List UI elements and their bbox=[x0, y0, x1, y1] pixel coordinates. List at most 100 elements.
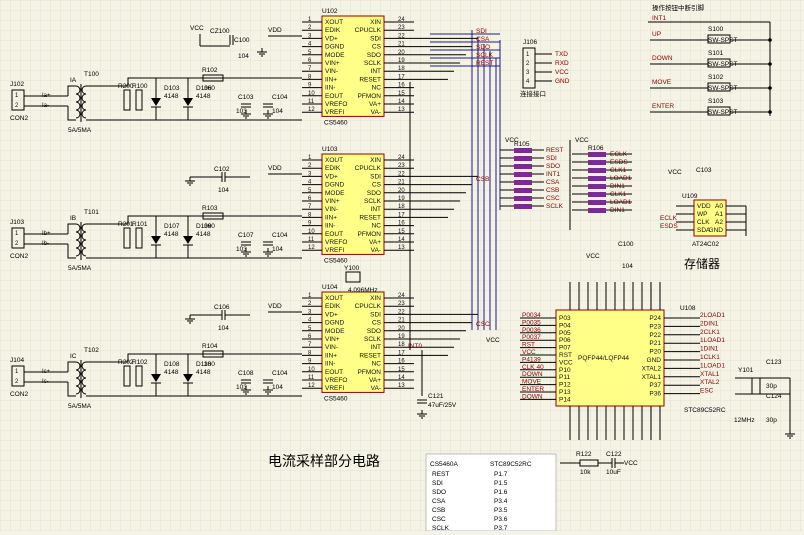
pin-number: 19 bbox=[398, 58, 405, 64]
pin-number: 19 bbox=[398, 334, 405, 340]
resnet-element bbox=[588, 200, 606, 205]
crystal-freq: 4.096MHz bbox=[348, 287, 378, 294]
pin-label: CS bbox=[372, 320, 382, 327]
pin-label: VD+ bbox=[325, 311, 338, 318]
pin-number: 12 bbox=[308, 245, 315, 251]
power-label: VCC bbox=[486, 337, 500, 344]
mcu-net-label: 2CLK1 bbox=[700, 329, 720, 336]
capacitor-value: 104 bbox=[272, 246, 283, 253]
pin-number: 13 bbox=[398, 107, 405, 113]
resistor-value: 360 bbox=[204, 85, 215, 92]
pin-label: WP bbox=[697, 211, 707, 218]
pin-number: 11 bbox=[308, 99, 315, 105]
pin-label: P11 bbox=[559, 374, 570, 381]
capacitor-ref: C100 bbox=[618, 241, 634, 248]
button-label: DOWN bbox=[652, 55, 673, 62]
capacitor-ref: C108 bbox=[238, 370, 254, 377]
capacitor-ref: CZ100 bbox=[210, 28, 230, 35]
mcu-name: STC89C52RC bbox=[684, 407, 726, 414]
pin-number: 14 bbox=[398, 375, 405, 381]
eeprom-net: ESDS bbox=[660, 223, 678, 230]
table-cell: SDI bbox=[432, 480, 443, 487]
mcu-net-label: 2DIN1 bbox=[700, 320, 719, 327]
pin-label: VD+ bbox=[325, 173, 338, 180]
pin-number: 12 bbox=[308, 383, 315, 389]
mcu-net-label: 2LOAD1 bbox=[700, 312, 725, 319]
table-cell: P1.6 bbox=[494, 489, 508, 496]
pin-label: VIN- bbox=[325, 68, 338, 75]
capacitor-ref: C121 bbox=[428, 393, 444, 400]
power-label: VCC bbox=[668, 169, 682, 176]
pin-number: 16 bbox=[398, 359, 405, 365]
resnet-element bbox=[588, 192, 606, 197]
capacitor-ref: C106 bbox=[214, 304, 230, 311]
pin-number: 20 bbox=[398, 326, 405, 332]
table-cell: CSA bbox=[432, 498, 446, 505]
resnet-element bbox=[514, 156, 532, 161]
pin-number: 22 bbox=[398, 171, 405, 177]
capacitor-value: 104 bbox=[622, 263, 633, 270]
diode-value: 4148 bbox=[164, 231, 179, 238]
pin-number: 21 bbox=[398, 42, 405, 48]
mcu-net-label: 1LOAD1 bbox=[700, 362, 725, 369]
pin-label: XOUT bbox=[325, 295, 343, 302]
pin-label: VCC bbox=[559, 359, 573, 366]
capacitor-ref: C107 bbox=[238, 232, 254, 239]
crystal-ref: Y101 bbox=[738, 367, 754, 374]
bus-net-label: CSA bbox=[476, 36, 490, 43]
pin-number: 20 bbox=[398, 188, 405, 194]
connector-ref: J106 bbox=[523, 39, 537, 46]
bus-net-label: SDO bbox=[476, 44, 490, 51]
capacitor-value: 10uF bbox=[606, 469, 621, 476]
table-cell: P1.5 bbox=[494, 480, 508, 487]
pin-number: 13 bbox=[398, 245, 405, 251]
table-cell: SCLK bbox=[432, 525, 450, 531]
mcu-net-label: P0037 bbox=[522, 334, 541, 341]
connector-label: 连接接口 bbox=[520, 89, 546, 98]
pin-label: RST bbox=[559, 352, 572, 359]
mcu-net-label: P4139 bbox=[522, 356, 541, 363]
pin-label: VREFI bbox=[325, 247, 344, 254]
pin-label: EDIK bbox=[325, 27, 341, 34]
resnet-net-label: CSB bbox=[546, 187, 559, 194]
pin-label: P21 bbox=[649, 340, 661, 347]
resnet-ref: R106 bbox=[588, 145, 604, 152]
pin-label: VA+ bbox=[369, 101, 381, 108]
pin-label: VIN+ bbox=[325, 336, 340, 343]
connector-ref: J104 bbox=[10, 357, 24, 364]
pin-number: 17 bbox=[398, 350, 405, 356]
diode-value: 4148 bbox=[196, 231, 211, 238]
pin-label: XIN bbox=[370, 19, 381, 26]
pin-label: XIN bbox=[370, 295, 381, 302]
capacitor-ref: C104 bbox=[272, 232, 288, 239]
pin-number: 15 bbox=[398, 367, 405, 373]
pin-label: NC bbox=[372, 223, 382, 230]
button-label: ENTER bbox=[652, 103, 674, 110]
resnet-element bbox=[588, 208, 606, 213]
resnet-element bbox=[514, 188, 532, 193]
pin-label: VDD bbox=[697, 203, 711, 210]
diode-ref: D108 bbox=[164, 361, 180, 368]
crystal-freq: 12MHz bbox=[734, 417, 755, 424]
eeprom-part: AT24C02 bbox=[692, 241, 719, 248]
pin-label: XOUT bbox=[325, 157, 343, 164]
mcu-net-label: CLK 40 bbox=[522, 364, 544, 371]
pin-label: VIN- bbox=[325, 206, 338, 213]
pin-number: 14 bbox=[398, 99, 405, 105]
pin-label: P03 bbox=[559, 315, 571, 322]
table-cell: P3.6 bbox=[494, 516, 508, 523]
eeprom-ref: U109 bbox=[682, 193, 698, 200]
schematic-title: 电流采样部分电路 bbox=[268, 454, 380, 470]
mcu-net-label: XTAL2 bbox=[700, 379, 720, 386]
crystal-ref: Y100 bbox=[344, 265, 360, 272]
pin-label: P05 bbox=[559, 330, 571, 337]
pin-label: INT bbox=[371, 68, 382, 75]
diode-value: 4148 bbox=[196, 93, 211, 100]
resnet-net-label: SDO bbox=[546, 163, 560, 170]
pin-label: VIN+ bbox=[325, 60, 340, 67]
power-label: VDD bbox=[268, 303, 282, 310]
resistor-ref: R101 bbox=[132, 221, 148, 228]
pin-number: 11 bbox=[308, 237, 315, 243]
resnet-element bbox=[588, 152, 606, 157]
